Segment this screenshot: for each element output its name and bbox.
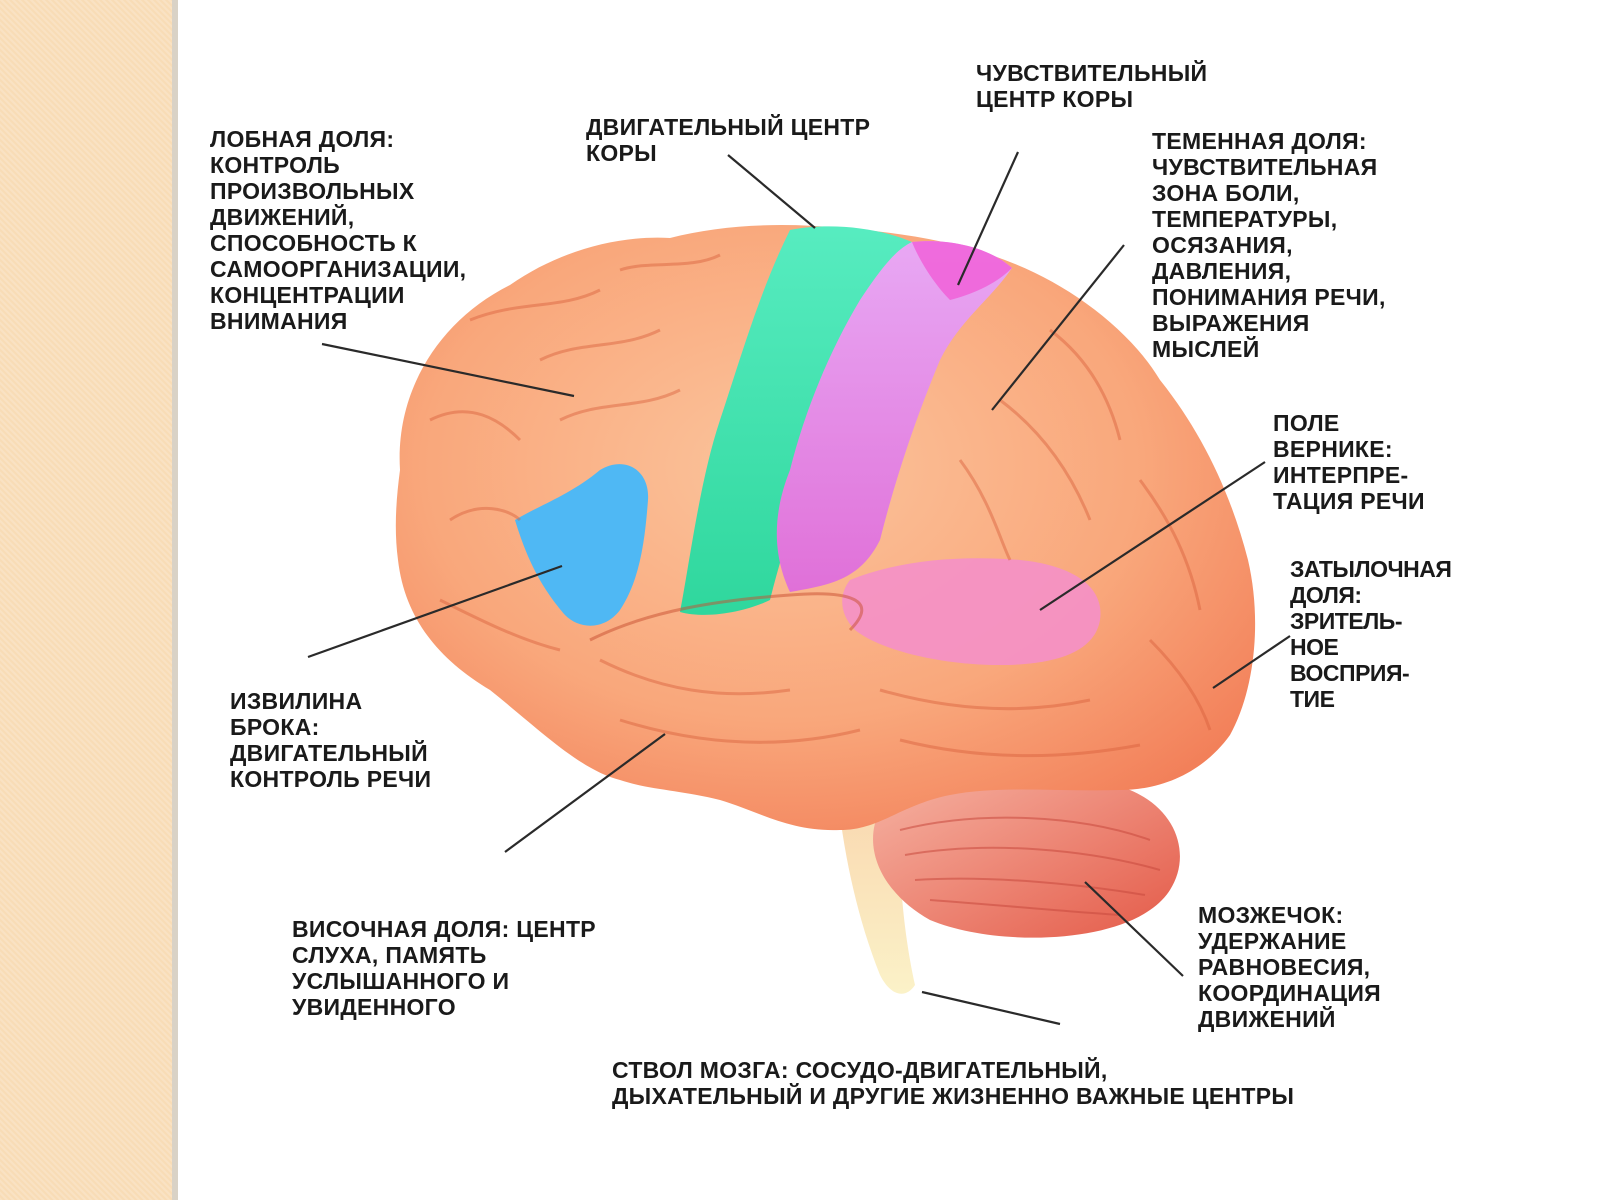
brainstem-label: СТВОЛ МОЗГА: СОСУДО-ДВИГАТЕЛЬНЫЙ, ДЫХАТЕ… bbox=[612, 1057, 1295, 1109]
sensory-top-accent bbox=[912, 241, 1012, 300]
cerebellum bbox=[873, 772, 1180, 938]
broca-label: ИЗВИЛИНА БРОКА: ДВИГАТЕЛЬНЫЙ КОНТРОЛЬ РЕ… bbox=[230, 688, 432, 792]
leader-temporal bbox=[504, 733, 666, 853]
leader-cerebellum bbox=[1084, 881, 1184, 977]
leader-brainstem bbox=[921, 990, 1061, 1026]
broca-area bbox=[515, 464, 649, 626]
lateral-fissure bbox=[589, 592, 864, 642]
motor-center-label: ДВИГАТЕЛЬНЫЙ ЦЕНТР КОРЫ bbox=[586, 114, 871, 166]
cortex-gyri bbox=[429, 253, 1212, 758]
leader-parietal bbox=[991, 244, 1125, 411]
side-decor-strip bbox=[0, 0, 178, 1200]
cerebellum-folds bbox=[899, 816, 1161, 916]
frontal-lobe-label: ЛОБНАЯ ДОЛЯ: КОНТРОЛЬ ПРОИЗВОЛЬНЫХ ДВИЖЕ… bbox=[210, 126, 467, 334]
temporal-lobe-label: ВИСОЧНАЯ ДОЛЯ: ЦЕНТР СЛУХА, ПАМЯТЬ УСЛЫШ… bbox=[292, 916, 596, 1020]
leader-occipital bbox=[1212, 635, 1291, 689]
occipital-lobe-label: ЗАТЫЛОЧНАЯ ДОЛЯ: ЗРИТЕЛЬ- НОЕ ВОСПРИЯ- Т… bbox=[1290, 556, 1452, 712]
cerebellum-label: МОЗЖЕЧОК: УДЕРЖАНИЕ РАВНОВЕСИЯ, КООРДИНА… bbox=[1198, 902, 1382, 1032]
leader-frontal bbox=[321, 342, 575, 398]
sensory-cortex-region bbox=[776, 241, 1012, 592]
leader-motor bbox=[727, 154, 816, 229]
leader-lines bbox=[307, 151, 1291, 1026]
leader-broca bbox=[307, 564, 563, 659]
side-strip-edge bbox=[172, 0, 178, 1200]
leader-wernicke bbox=[1039, 461, 1266, 611]
sensory-center-label: ЧУВСТВИТЕЛЬНЫЙ ЦЕНТР КОРЫ bbox=[976, 60, 1208, 112]
wernicke-label: ПОЛЕ ВЕРНИКЕ: ИНТЕРПРЕ- ТАЦИЯ РЕЧИ bbox=[1273, 410, 1425, 514]
leader-sensory bbox=[956, 151, 1020, 286]
parietal-lobe-label: ТЕМЕННАЯ ДОЛЯ: ЧУВСТВИТЕЛЬНАЯ ЗОНА БОЛИ,… bbox=[1152, 128, 1386, 362]
wernicke-area bbox=[842, 558, 1101, 665]
